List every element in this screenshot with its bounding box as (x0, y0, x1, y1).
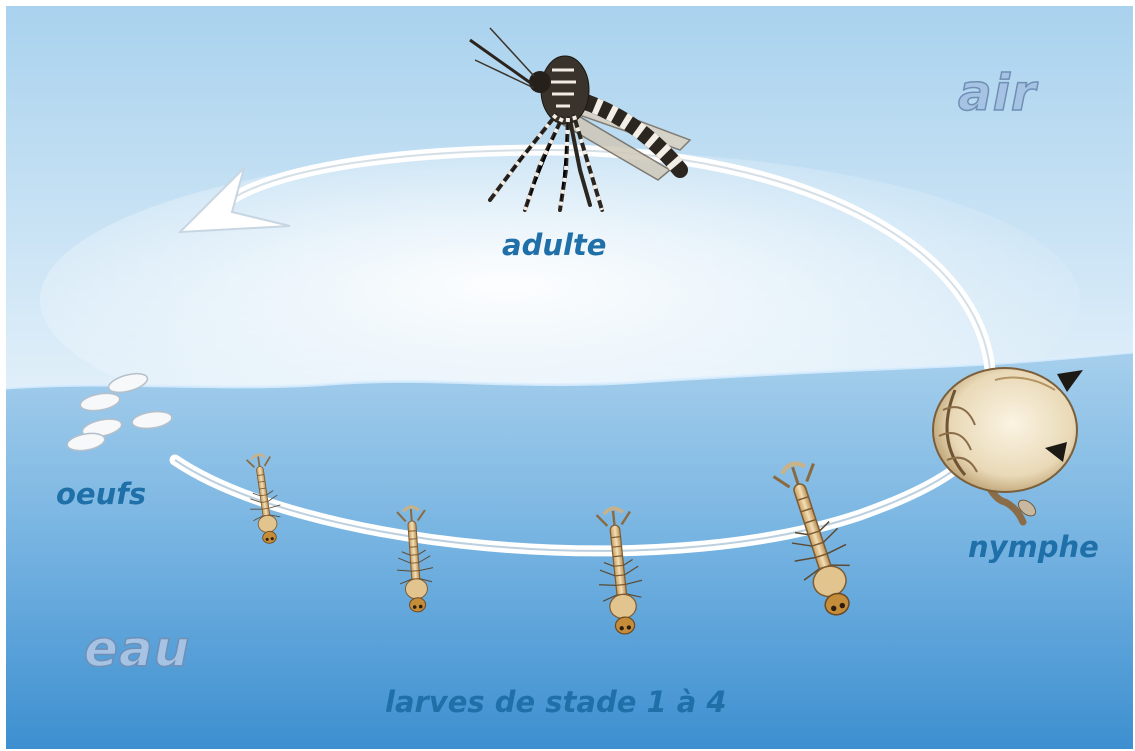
air-zone-label: air (958, 64, 1037, 122)
water-zone-label: eau (84, 620, 190, 678)
pupa-label: nymphe (968, 530, 1099, 564)
eggs-label: oeufs (56, 477, 146, 511)
larvae-label: larves de stade 1 à 4 (385, 685, 727, 719)
adult-label: adulte (502, 228, 606, 262)
